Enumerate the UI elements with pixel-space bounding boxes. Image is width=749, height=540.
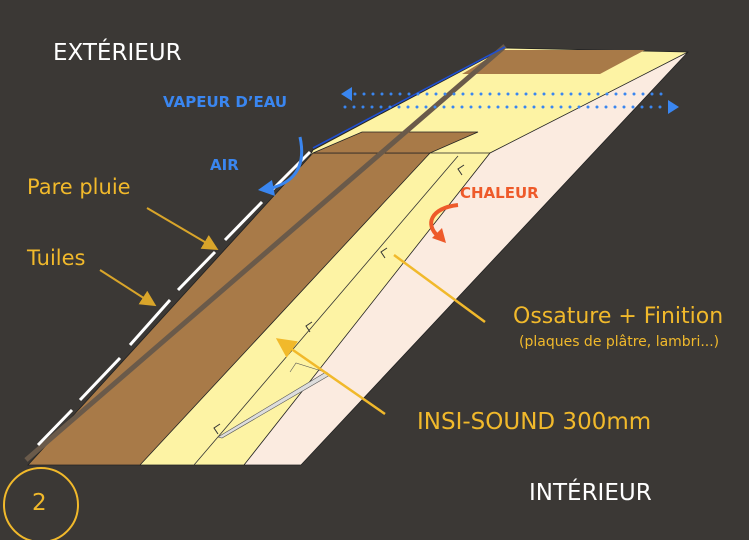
interior-label: INTÉRIEUR <box>529 480 652 506</box>
air-arrow <box>271 136 304 190</box>
tile-gaps <box>36 150 312 447</box>
wood-board-upper <box>462 50 645 74</box>
roof-tiles <box>24 44 507 462</box>
insulation-pointer <box>275 338 386 416</box>
arrow-right-icon <box>668 100 679 114</box>
heat-arrowhead-icon <box>432 228 446 243</box>
rain-barrier-label: Pare pluie <box>27 175 131 199</box>
rain-barrier-pointer <box>146 207 219 251</box>
frame-line <box>193 155 459 466</box>
tiles-pointer <box>99 269 157 307</box>
vapour-label: VAPEUR D’EAU <box>163 93 288 111</box>
insulation-label: INSI-SOUND 300mm <box>417 409 652 435</box>
air-label: AIR <box>210 156 239 174</box>
bracket-icon <box>305 321 313 333</box>
slide-number-circle <box>3 467 79 540</box>
bracket-icon <box>213 423 221 435</box>
finish-layer <box>243 51 689 466</box>
exterior-label: EXTÉRIEUR <box>53 40 182 66</box>
bracket-icon <box>380 247 388 259</box>
arrow-left-icon <box>341 87 352 101</box>
heat-label: CHALEUR <box>460 184 539 202</box>
frame-finish-label: Ossature + Finition <box>513 304 724 329</box>
air-arrowhead-icon <box>258 180 275 196</box>
heat-arrow <box>429 203 459 238</box>
strap-edge <box>289 362 329 374</box>
rain-barrier-line <box>312 46 506 149</box>
frame-pointer <box>393 253 486 324</box>
tiles-label: Tuiles <box>27 246 86 270</box>
frame-finish-note: (plaques de plâtre, lambri...) <box>519 334 720 350</box>
slide-number: 2 <box>32 490 47 516</box>
bracket-icon <box>457 164 465 176</box>
